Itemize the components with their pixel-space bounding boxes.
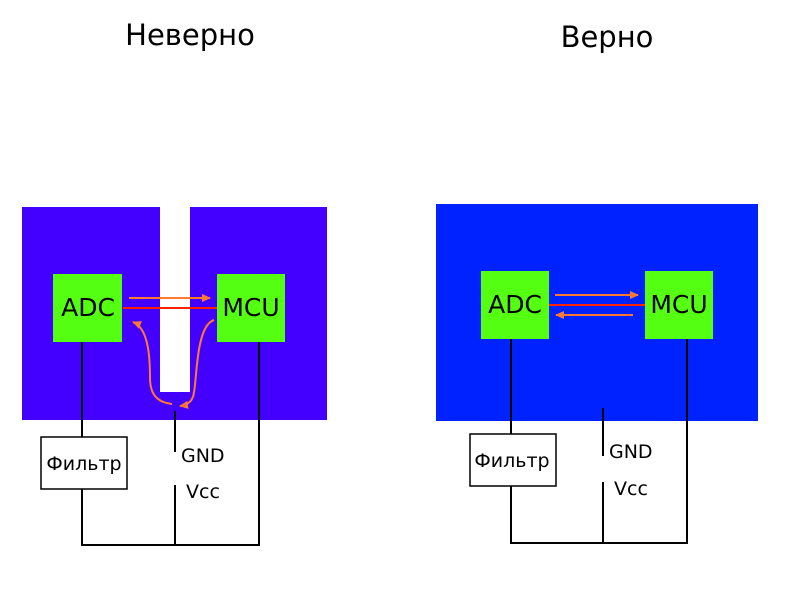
- correct-layout: Верно ADC MCU Фильтр GND Vcc: [436, 20, 758, 544]
- filter-box: [469, 433, 557, 487]
- correct-title: Верно: [561, 20, 654, 54]
- mcu-label: MCU: [650, 290, 707, 319]
- vcc-label: Vcc: [186, 481, 220, 503]
- mcu-label: MCU: [222, 293, 279, 322]
- incorrect-layout: Неверно ADC MCU Фильтр GND Vcc: [22, 18, 327, 546]
- adc-label: ADC: [61, 293, 115, 322]
- mcu-chip: [217, 274, 285, 342]
- mcu-chip: [645, 271, 713, 339]
- filter-label: Фильтр: [46, 453, 121, 475]
- return-current-detour-right: [179, 319, 215, 409]
- incorrect-title: Неверно: [125, 18, 255, 52]
- gnd-label: GND: [609, 441, 653, 463]
- gnd-label: GND: [181, 445, 225, 467]
- adc-chip: [481, 271, 549, 339]
- vcc-label: Vcc: [614, 478, 648, 500]
- split-ground-plane: [22, 207, 327, 420]
- adc-label: ADC: [488, 290, 542, 319]
- return-current-detour-left: [132, 321, 173, 405]
- filter-box: [40, 436, 128, 490]
- adc-chip: [53, 274, 122, 342]
- filter-label: Фильтр: [474, 450, 549, 472]
